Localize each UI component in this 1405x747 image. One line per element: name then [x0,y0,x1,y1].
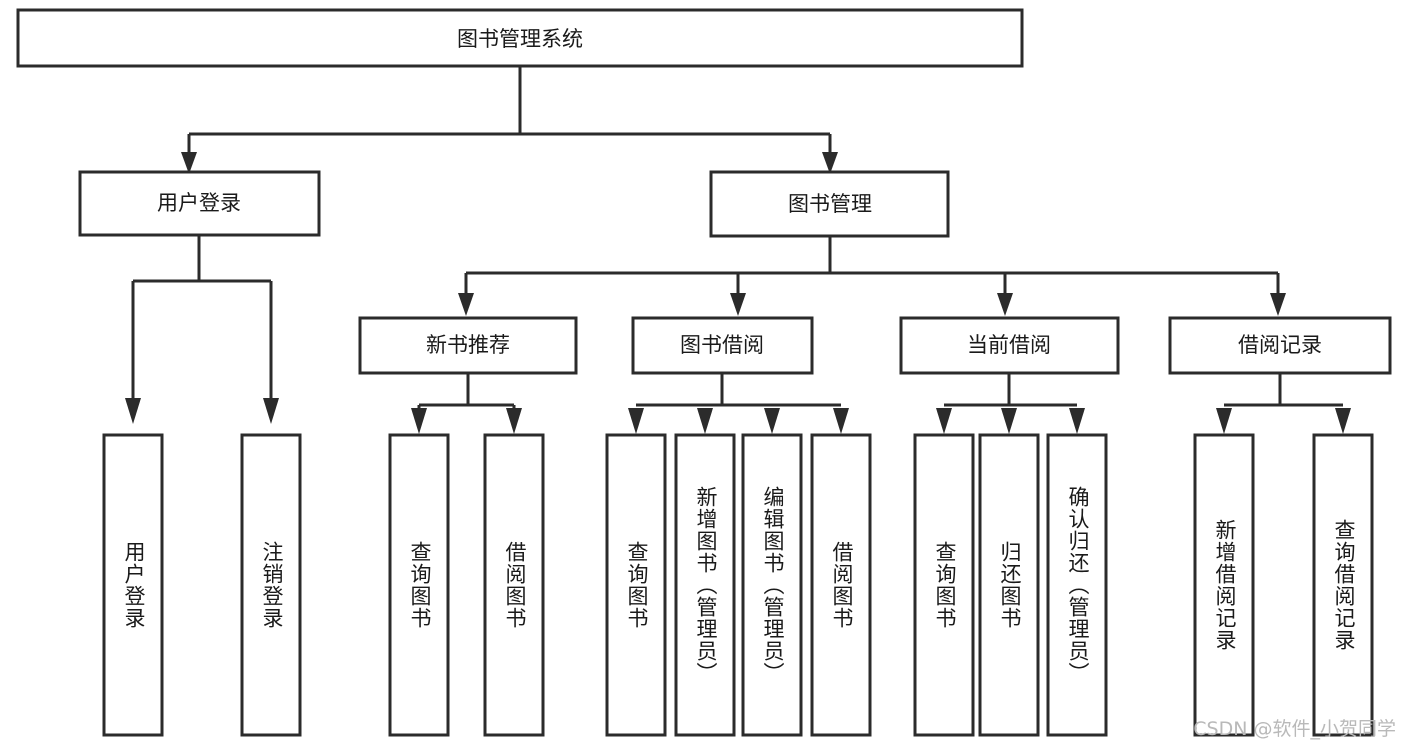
leaf-book-borrow-4-box[interactable] [810,433,872,737]
node-root[interactable]: 图书管理系统 [16,8,1024,68]
node-borrow-record-box[interactable] [1168,316,1392,375]
node-borrow-record[interactable]: 借阅记录 [1168,316,1392,375]
leaf-new-book-1-label: 查询图书 [408,541,432,629]
leaf-current-borrow-1-label: 查询图书 [933,541,957,629]
node-user-login-label: 用户登录 [157,191,241,215]
arrowhead-bookborrow-leaf3 [764,408,780,434]
leaf-borrow-record-2-label: 查询借阅记录 [1332,519,1356,651]
node-book-borrow-box[interactable] [631,316,814,375]
arrowhead-book-borrow [730,293,746,316]
leaf-current-borrow-3-box[interactable] [1046,433,1108,737]
arrowhead-borrow-record [1270,293,1286,316]
node-current-borrow-box[interactable] [899,316,1120,375]
node-root-label: 图书管理系统 [457,27,583,51]
leaf-new-book-2-box[interactable] [483,433,545,737]
arrowhead-currentborrow-leaf3 [1069,408,1085,434]
arrowhead-book-manage [822,152,838,174]
arrowhead-leaf-user-login [125,398,141,424]
arrowhead-new-book [458,293,474,316]
leaf-new-book-1-box[interactable] [388,433,450,737]
arrowhead-bookborrow-leaf4 [833,408,849,434]
leaf-user-login-2-box[interactable] [240,433,302,737]
leaf-book-borrow-2-label: 新增图书（管理员） [694,486,718,684]
leaf-user-login-1-box[interactable] [102,433,164,737]
arrowhead-bookborrow-leaf1 [628,408,644,434]
node-root-box[interactable] [16,8,1024,68]
leaf-current-borrow-1-box[interactable] [913,433,975,737]
node-new-book-recommend-box[interactable] [358,316,578,375]
leaf-book-borrow-4[interactable]: 借阅图书 [810,433,872,737]
node-new-book-recommend-label: 新书推荐 [426,333,510,357]
leaf-current-borrow-3-label: 确认归还（管理员） [1066,486,1090,684]
arrowhead-user-login [181,152,197,174]
node-current-borrow[interactable]: 当前借阅 [899,316,1120,375]
leaf-user-login-1-label: 用户登录 [122,541,146,629]
leaf-book-borrow-3-label: 编辑图书（管理员） [761,486,785,684]
node-current-borrow-label: 当前借阅 [967,333,1051,357]
leaf-current-borrow-2[interactable]: 归还图书 [978,433,1040,737]
leaf-user-login-2-label: 注销登录 [260,541,284,629]
arrowhead-currentborrow-leaf1 [936,408,952,434]
leaf-book-borrow-3[interactable]: 编辑图书（管理员） [741,433,803,737]
leaf-current-borrow-3[interactable]: 确认归还（管理员） [1046,433,1108,737]
arrowhead-borrowrecord-leaf1 [1216,408,1232,434]
leaf-borrow-record-2[interactable]: 查询借阅记录 [1312,433,1374,737]
connector-layer [125,66,1351,434]
leaf-current-borrow-2-label: 归还图书 [998,541,1022,629]
leaf-book-borrow-2-box[interactable] [674,433,736,737]
arrowhead-current-borrow [997,293,1013,316]
arrowhead-newbook-leaf1 [411,408,427,434]
leaf-new-book-2-label: 借阅图书 [503,541,527,629]
node-borrow-record-label: 借阅记录 [1238,333,1322,357]
leaf-new-book-1[interactable]: 查询图书 [388,433,450,737]
leaf-new-book-2[interactable]: 借阅图书 [483,433,545,737]
node-book-borrow-label: 图书借阅 [680,333,764,357]
leaf-user-login-1[interactable]: 用户登录 [102,433,164,737]
watermark-label: CSDN @软件_小贺同学 [1193,718,1396,740]
leaf-book-borrow-4-label: 借阅图书 [830,541,854,629]
leaf-book-borrow-1[interactable]: 查询图书 [605,433,667,737]
node-user-login-box[interactable] [78,170,321,237]
leaf-current-borrow-2-box[interactable] [978,433,1040,737]
arrowhead-currentborrow-leaf2 [1001,408,1017,434]
arrowhead-borrowrecord-leaf2 [1335,408,1351,434]
node-book-manage[interactable]: 图书管理 [709,170,950,238]
arrowhead-bookborrow-leaf2 [697,408,713,434]
node-new-book-recommend[interactable]: 新书推荐 [358,316,578,375]
node-book-borrow[interactable]: 图书借阅 [631,316,814,375]
leaf-book-borrow-1-label: 查询图书 [625,541,649,629]
leaf-user-login-2[interactable]: 注销登录 [240,433,302,737]
arrowhead-leaf-logout [263,398,279,424]
leaf-borrow-record-2-box[interactable] [1312,433,1374,737]
leaf-borrow-record-1[interactable]: 新增借阅记录 [1193,433,1255,737]
leaf-borrow-record-1-box[interactable] [1193,433,1255,737]
leaf-book-borrow-1-box[interactable] [605,433,667,737]
node-book-manage-box[interactable] [709,170,950,238]
leaf-borrow-record-1-label: 新增借阅记录 [1213,519,1237,651]
node-book-manage-label: 图书管理 [788,192,872,216]
leaf-current-borrow-1[interactable]: 查询图书 [913,433,975,737]
arrowhead-newbook-leaf2 [506,408,522,434]
node-user-login[interactable]: 用户登录 [78,170,321,237]
leaf-book-borrow-2[interactable]: 新增图书（管理员） [674,433,736,737]
leaf-book-borrow-3-box[interactable] [741,433,803,737]
